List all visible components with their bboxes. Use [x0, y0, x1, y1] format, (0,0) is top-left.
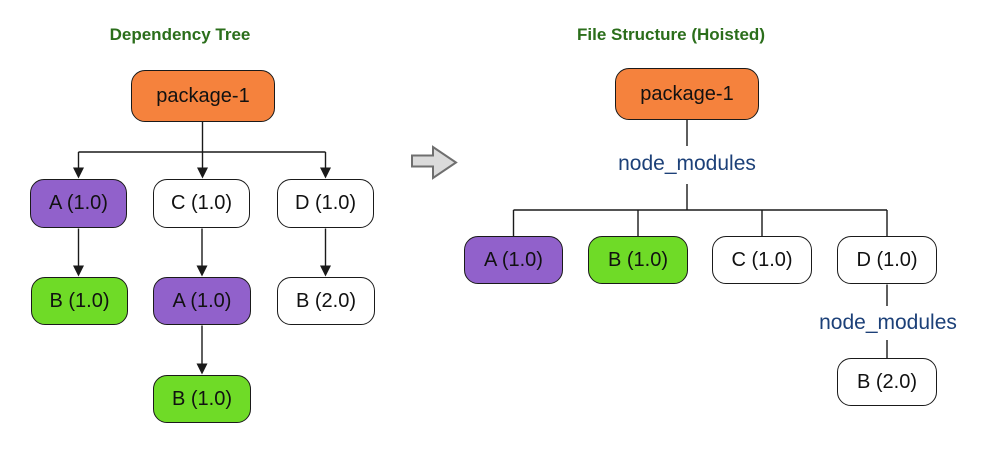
- left-node-a-1-0: A (1.0): [30, 179, 127, 228]
- nested-node-modules-folder-label: node_modules: [819, 311, 957, 334]
- left-node-b-1-0-under-a: B (1.0): [31, 277, 128, 325]
- transform-arrow-icon: [411, 145, 458, 180]
- left-tree-edges: [73, 122, 331, 375]
- right-tree-edges: [512, 120, 888, 358]
- right-node-d-1-0: D (1.0): [837, 236, 937, 284]
- right-node-c-1-0: C (1.0): [712, 236, 812, 284]
- right-node-b-2-0-nested: B (2.0): [837, 358, 937, 406]
- right-node-b-1-0: B (1.0): [588, 236, 688, 284]
- left-node-b-1-0-under-a-under-c: B (1.0): [153, 375, 251, 423]
- left-node-a-1-0-under-c: A (1.0): [153, 277, 251, 325]
- left-panel-title: Dependency Tree: [109, 25, 251, 44]
- right-panel-title: File Structure (Hoisted): [577, 25, 765, 44]
- left-node-package-1: package-1: [131, 70, 275, 122]
- right-node-a-1-0: A (1.0): [464, 236, 563, 284]
- node-modules-folder-label: node_modules: [618, 152, 756, 175]
- right-node-package-1: package-1: [615, 68, 759, 120]
- left-node-c-1-0: C (1.0): [153, 179, 250, 228]
- left-node-d-1-0: D (1.0): [277, 179, 374, 228]
- left-node-b-2-0-under-d: B (2.0): [277, 277, 375, 325]
